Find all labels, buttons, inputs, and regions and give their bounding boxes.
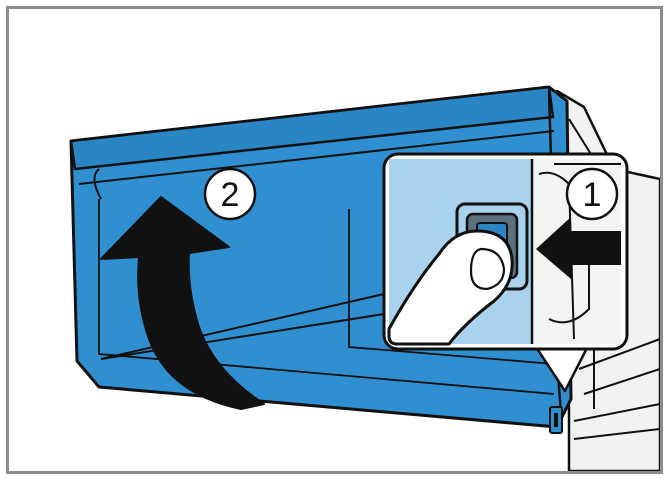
step-number-2: 2 (221, 176, 240, 214)
step-marker-1: 1 (567, 169, 617, 219)
drawer-diagram: 2 1 (9, 9, 660, 471)
illustration-frame: 2 1 (6, 6, 663, 474)
step-number-1: 1 (583, 176, 602, 214)
step-marker-2: 2 (205, 169, 255, 219)
